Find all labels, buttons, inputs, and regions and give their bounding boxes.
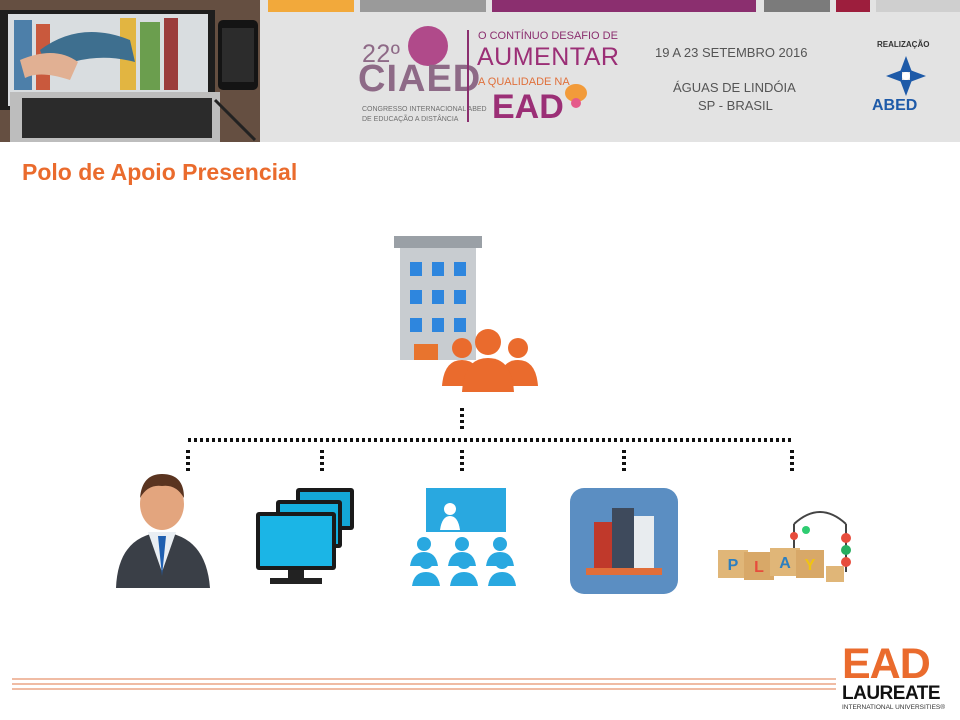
theme-line1: O CONTÍNUO DESAFIO DE [478,30,618,42]
slide-title: Polo de Apoio Presencial [22,159,298,185]
laureate-logo-text: LAUREATE [842,683,941,704]
ciaed-fullname-line1: CONGRESSO INTERNACIONAL ABED [362,106,487,113]
speech-bubble-small-icon [571,98,581,108]
computer-monitors-icon [256,488,354,584]
svg-text:L: L [754,559,764,576]
event-location-line2: SP - BRASIL [698,98,773,113]
event-dates: 19 A 23 SETEMBRO 2016 [655,45,808,60]
ciaed-fullname-line2: DE EDUCAÇÃO A DISTÂNCIA [362,116,459,123]
ead-logo-text: EAD [842,640,931,688]
realization-label: REALIZAÇÃO [877,40,930,49]
person-businessman-icon [116,474,210,588]
globe-icon [408,26,448,66]
hierarchy-diagram: P L A Y [116,236,851,594]
classroom-presentation-icon [410,488,516,586]
event-location-line1: ÁGUAS DE LINDÓIA [673,80,796,95]
abed-logo-icon [886,56,926,96]
svg-text:Y: Y [805,557,816,574]
speech-bubble-icon [565,84,587,102]
building-with-people-icon [394,236,538,392]
dotted-connectors [186,408,794,472]
theme-line4: EAD [492,88,564,126]
banner-divider [467,30,469,122]
laureate-tagline: INTERNATIONAL UNIVERSITIES® [842,704,946,711]
library-books-icon [570,488,678,594]
abed-wordmark: ABED [872,97,918,114]
svg-text:A: A [779,555,791,572]
ciaed-edition: 22º [362,40,401,68]
event-banner: 22º CIAED CONGRESSO INTERNACIONAL ABED D… [0,0,960,142]
ciaed-acronym: CIAED [358,58,482,100]
svg-text:P: P [728,557,739,574]
theme-line3: A QUALIDADE NA [478,76,570,88]
theme-line2: AUMENTAR [477,43,620,71]
play-blocks-abacus-icon: P L A Y [718,511,851,582]
footer-rule-lines [12,678,836,690]
laptop-books-photo [0,0,260,142]
